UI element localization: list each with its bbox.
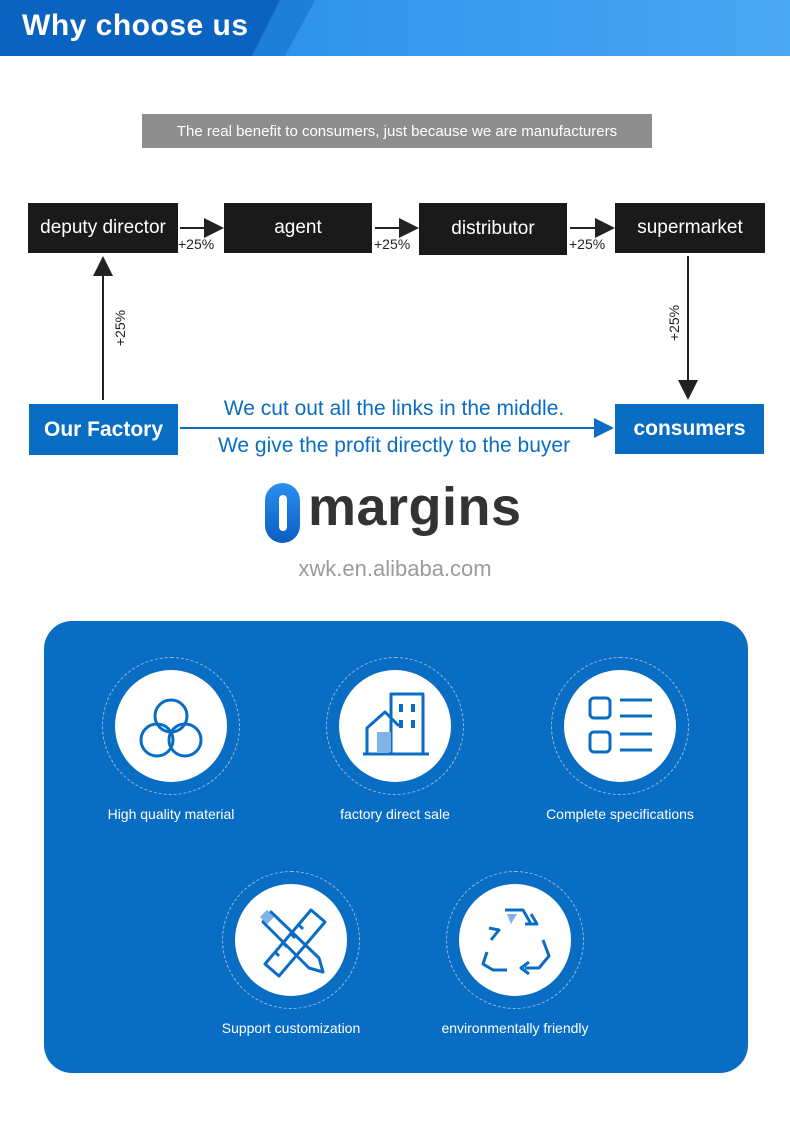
feature-circle [115,670,227,782]
feature-ring [102,657,240,795]
header-title-block [0,0,280,56]
markup-label: +25% [178,236,215,252]
feature-label: Complete specifications [546,806,694,822]
markup-label: +25% [569,236,606,252]
margins-wordmark: margins [308,477,522,537]
our-factory-box: Our Factory [29,404,178,455]
consumers-box: consumers [615,404,764,454]
feature-ring [326,657,464,795]
banner-text: The real benefit to consumers, just beca… [142,114,652,148]
recycle-icon [481,908,551,976]
feature-label: High quality material [107,806,235,822]
node-supermarket: supermarket [615,203,765,253]
feature-circle [339,670,451,782]
message-line-2: We give the profit directly to the buyer [217,434,571,457]
feature-ring [446,871,584,1009]
feature-ring [222,871,360,1009]
node-deputy-director: deputy director [28,203,178,253]
node-distributor: distributor [419,203,567,255]
flow-arrows [93,218,698,438]
feature-label: Support customization [221,1020,361,1036]
feature-circle [564,670,676,782]
feature-circle [235,884,347,996]
list-icon [588,696,652,754]
markup-label: +25% [374,236,411,252]
feature-label: environmentally friendly [441,1020,589,1036]
node-agent: agent [224,203,372,253]
feature-circle [459,884,571,996]
message-line-1: We cut out all the links in the middle. [223,397,565,420]
feature-label: factory direct sale [340,806,450,822]
three-circles-icon [139,698,203,758]
factory-building-icon [363,692,429,756]
site-url: xwk.en.alibaba.com [298,556,492,581]
zero-icon-inner [279,495,287,531]
feature-ring [551,657,689,795]
pencil-ruler-icon [259,908,327,978]
header-accent [285,0,790,56]
page-title: Why choose us [22,9,249,42]
